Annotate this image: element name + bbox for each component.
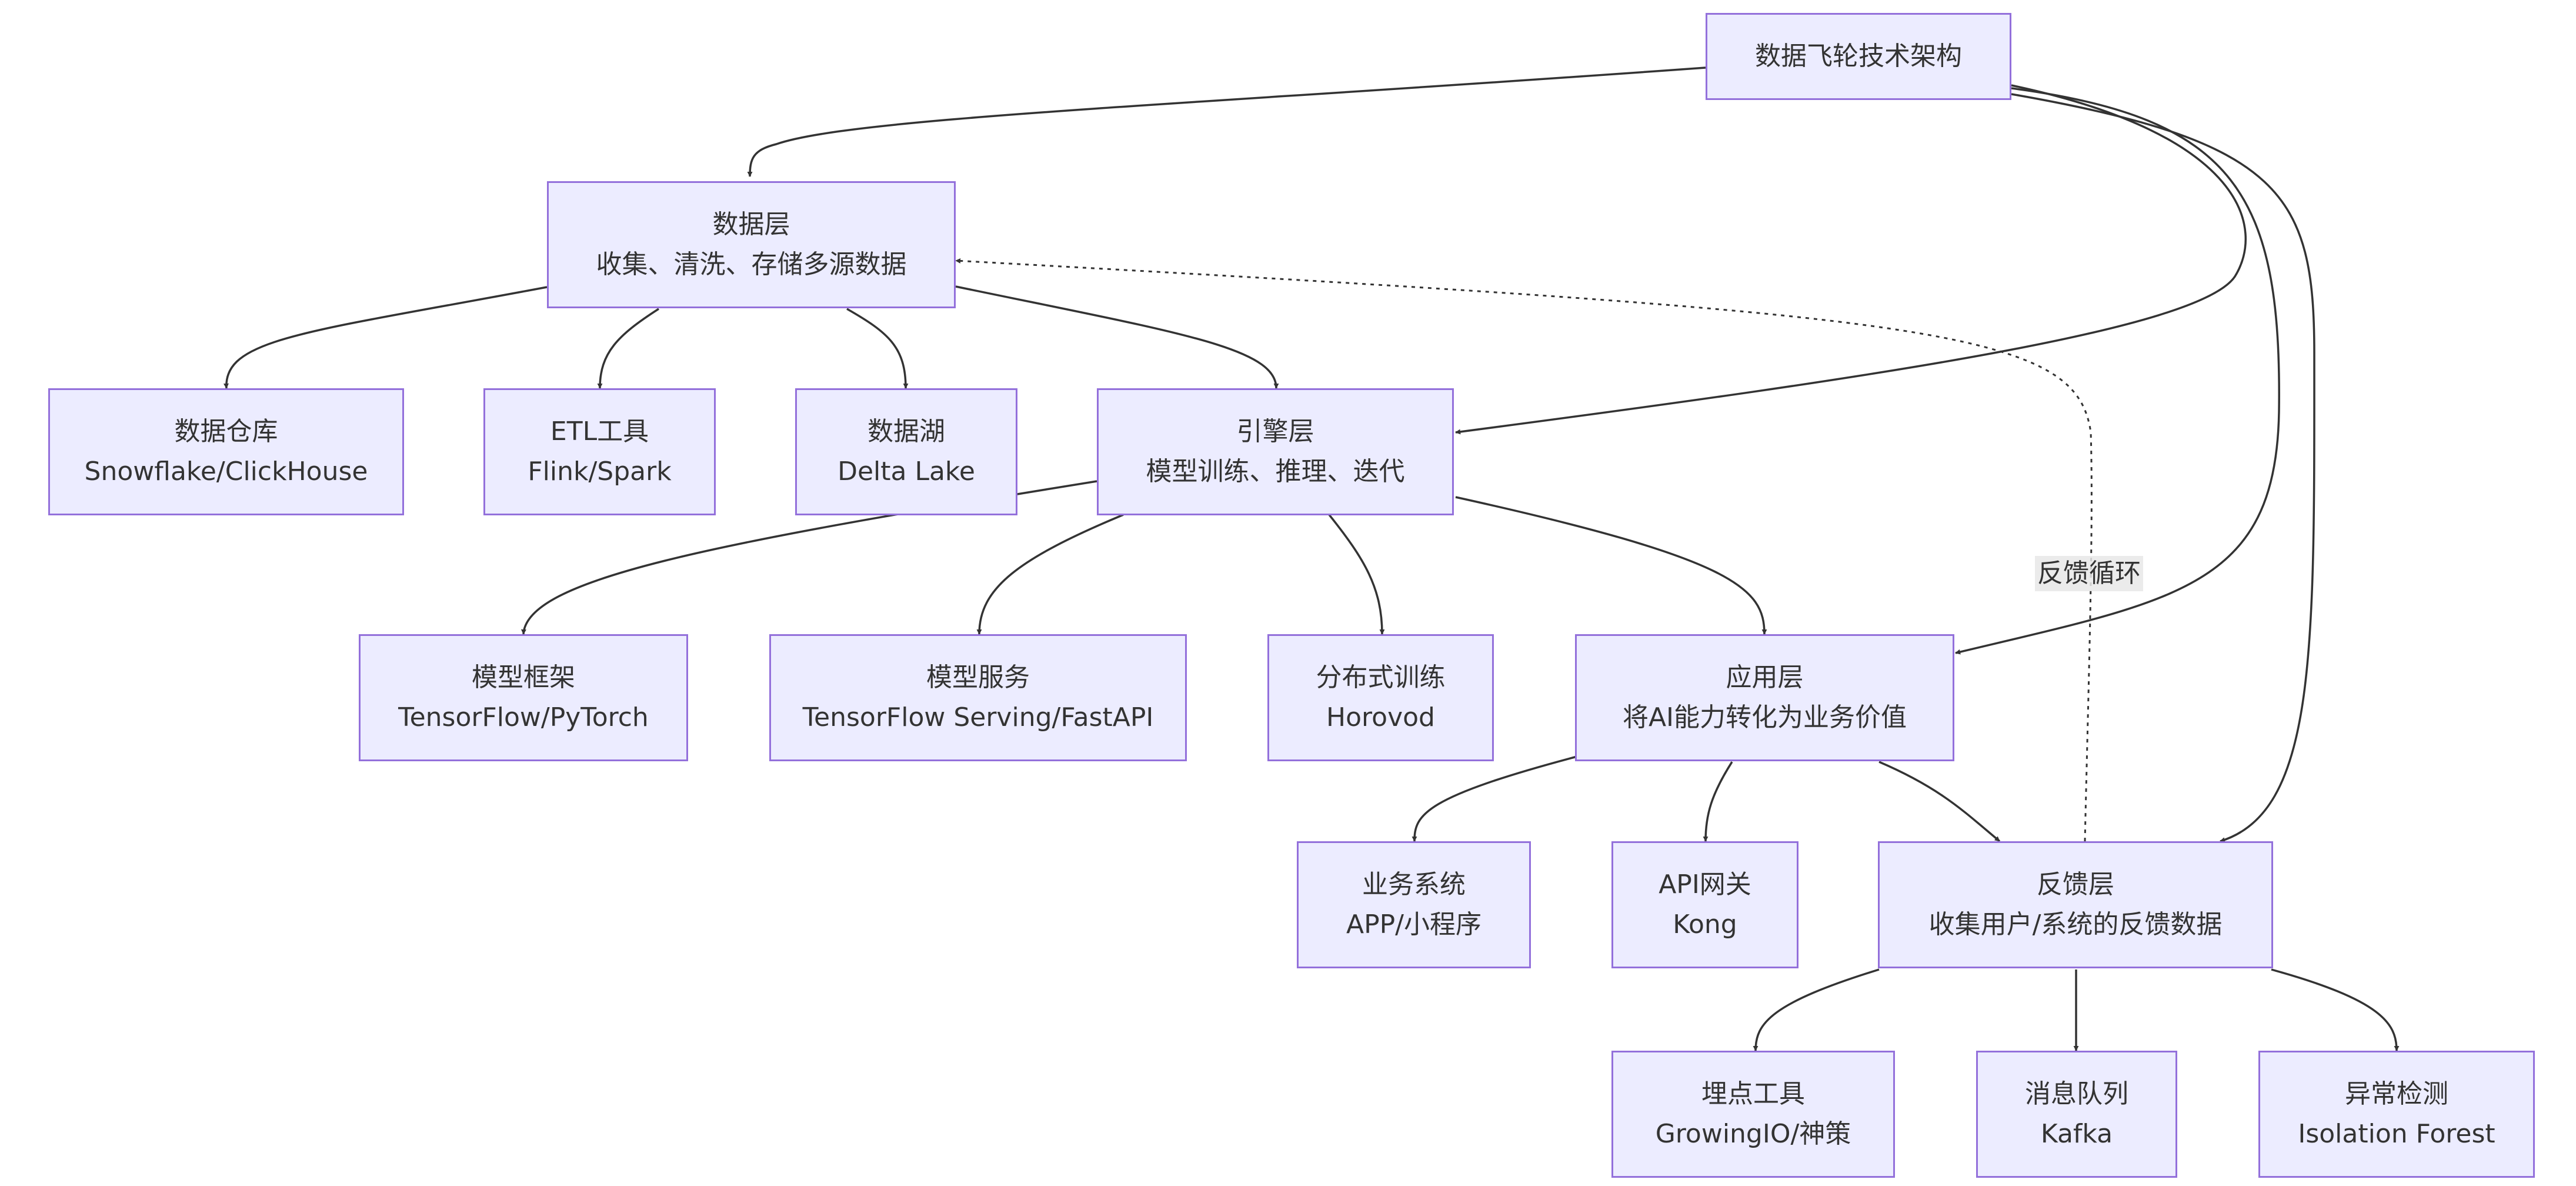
- node-tracking: 埋点工具 GrowingIO/神策: [1611, 1051, 1895, 1178]
- node-etl-title: ETL工具: [550, 417, 649, 447]
- node-anomaly-subtitle: Isolation Forest: [2298, 1119, 2495, 1149]
- node-tracking-subtitle: GrowingIO/神策: [1655, 1119, 1851, 1149]
- node-root: 数据飞轮技术架构: [1706, 13, 2011, 100]
- node-feedback-layer: 反馈层 收集用户/系统的反馈数据: [1878, 841, 2273, 968]
- node-warehouse-title: 数据仓库: [174, 417, 278, 447]
- edge-data-to-engine: [955, 285, 1279, 389]
- edge-app-to-gateway: [1703, 761, 1733, 842]
- node-lake-subtitle: Delta Lake: [837, 457, 975, 487]
- node-distributed-subtitle: Horovod: [1326, 702, 1435, 732]
- edge-engine-to-serving: [976, 514, 1124, 635]
- node-warehouse-subtitle: Snowflake/ClickHouse: [84, 457, 368, 487]
- edge-app-to-feedback: [1878, 761, 2001, 842]
- node-anomaly-title: 异常检测: [2345, 1079, 2448, 1109]
- node-etl-subtitle: Flink/Spark: [528, 457, 672, 487]
- edge-label-feedback-loop: 反馈循环: [2035, 556, 2143, 591]
- node-feedback-layer-title: 反馈层: [2037, 869, 2114, 900]
- edge-feedback-to-anomaly: [2271, 968, 2400, 1051]
- node-app-layer-title: 应用层: [1726, 662, 1804, 692]
- node-framework-title: 模型框架: [472, 662, 575, 692]
- node-tracking-title: 埋点工具: [1701, 1079, 1805, 1109]
- edge-engine-to-app: [1455, 496, 1767, 635]
- node-business-subtitle: APP/小程序: [1346, 910, 1481, 940]
- node-framework: 模型框架 TensorFlow/PyTorch: [359, 634, 688, 761]
- node-app-layer: 应用层 将AI能力转化为业务价值: [1575, 634, 1954, 761]
- node-mq-title: 消息队列: [2025, 1079, 2128, 1109]
- node-serving-title: 模型服务: [926, 662, 1030, 692]
- node-data-layer-subtitle: 收集、清洗、存储多源数据: [596, 249, 907, 279]
- node-engine-layer-subtitle: 模型训练、推理、迭代: [1146, 457, 1405, 487]
- node-data-layer-title: 数据层: [712, 209, 790, 239]
- edge-data-to-lake: [846, 308, 909, 389]
- edge-data-to-warehouse: [223, 286, 548, 389]
- node-business-title: 业务系统: [1362, 869, 1466, 900]
- node-root-title: 数据飞轮技术架构: [1755, 41, 1962, 71]
- node-data-layer: 数据层 收集、清洗、存储多源数据: [547, 181, 956, 308]
- node-mq: 消息队列 Kafka: [1976, 1051, 2177, 1178]
- edge-feedback-loop: [955, 258, 2093, 842]
- edge-feedback-to-tracking: [1753, 968, 1880, 1051]
- node-warehouse: 数据仓库 Snowflake/ClickHouse: [48, 388, 404, 515]
- node-gateway-subtitle: Kong: [1673, 910, 1737, 940]
- edge-root-to-data-layer: [747, 66, 1706, 177]
- node-app-layer-subtitle: 将AI能力转化为业务价值: [1622, 702, 1907, 732]
- node-etl: ETL工具 Flink/Spark: [483, 388, 716, 515]
- node-distributed-title: 分布式训练: [1316, 662, 1446, 692]
- node-gateway: API网关 Kong: [1611, 841, 1798, 968]
- node-distributed: 分布式训练 Horovod: [1267, 634, 1494, 761]
- edge-root-to-engine-layer: [1455, 84, 2247, 435]
- node-serving-subtitle: TensorFlow Serving/FastAPI: [802, 702, 1154, 732]
- edge-app-to-business: [1412, 755, 1580, 842]
- node-anomaly: 异常检测 Isolation Forest: [2258, 1051, 2535, 1178]
- edge-engine-to-distributed: [1328, 514, 1385, 635]
- edge-data-to-etl: [597, 308, 659, 389]
- node-mq-subtitle: Kafka: [2040, 1119, 2113, 1149]
- node-lake-title: 数据湖: [867, 417, 945, 447]
- node-lake: 数据湖 Delta Lake: [795, 388, 1017, 515]
- node-engine-layer: 引擎层 模型训练、推理、迭代: [1097, 388, 1454, 515]
- node-business: 业务系统 APP/小程序: [1297, 841, 1531, 968]
- node-feedback-layer-subtitle: 收集用户/系统的反馈数据: [1928, 910, 2223, 940]
- edge-root-to-feedback-layer: [2011, 93, 2315, 842]
- node-gateway-title: API网关: [1659, 869, 1751, 900]
- node-serving: 模型服务 TensorFlow Serving/FastAPI: [769, 634, 1187, 761]
- node-framework-subtitle: TensorFlow/PyTorch: [398, 702, 649, 732]
- node-engine-layer-title: 引擎层: [1236, 417, 1314, 447]
